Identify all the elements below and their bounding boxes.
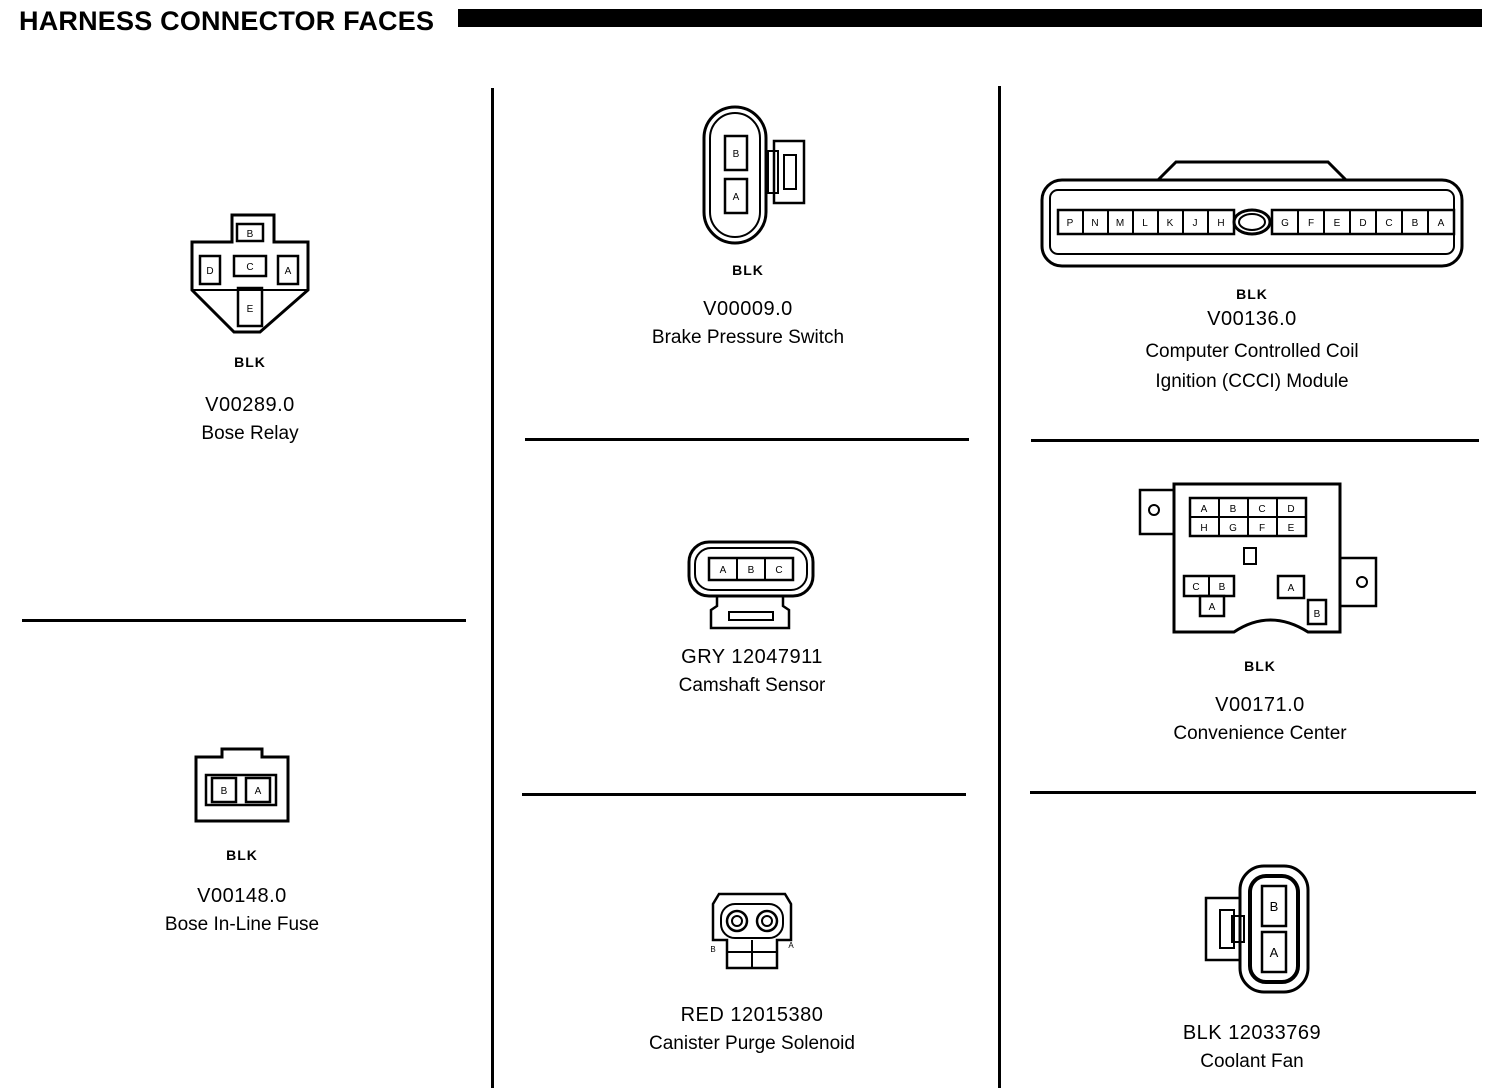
pin-label: B (710, 945, 715, 954)
connector-part-number: V00009.0 (703, 298, 793, 320)
connector-panel-convenience-center: A B C D H G F E C B A A B BLK V00171.0 C… (1120, 482, 1400, 749)
pin-label: A (285, 266, 292, 277)
pin-label: B (221, 786, 228, 797)
bose-relay-connector-drawing: B D C A E (190, 213, 310, 334)
pin-label: F (1308, 218, 1314, 229)
connector-color: BLK (1236, 286, 1268, 302)
pin-label: A (1288, 583, 1295, 594)
pin-label: K (1167, 218, 1174, 229)
convenience-center-connector-drawing: A B C D H G F E C B A A B (1138, 482, 1378, 634)
canister-solenoid-connector-drawing: B A (710, 892, 794, 970)
connector-part-number: V00171.0 (1215, 694, 1305, 716)
ccci-pin-grid (1082, 210, 1429, 234)
pin-label: B (247, 229, 254, 240)
connector-part-number: V00148.0 (197, 885, 287, 907)
pin-label: A (1209, 602, 1216, 613)
pin-label: B (748, 565, 755, 576)
connector-part-number: GRY 12047911 (681, 646, 823, 668)
connector-part-number: BLK 12033769 (1182, 1022, 1322, 1044)
row-divider-col2-bottom (522, 793, 966, 796)
pin-label: C (1385, 218, 1392, 229)
pin-label: A (255, 786, 262, 797)
connector-panel-bose-relay: B D C A E BLK V00289.0 Bose Relay (150, 212, 350, 449)
pin-label: H (1217, 218, 1224, 229)
connector-description: Computer Controlled Coil (1145, 341, 1359, 362)
pin-label: G (1229, 523, 1237, 534)
pin-label: B (1270, 899, 1279, 914)
pin-label: B (1230, 504, 1237, 515)
pin-label: G (1281, 218, 1289, 229)
connector-description: Brake Pressure Switch (651, 327, 845, 348)
connector-color: BLK (234, 354, 266, 370)
pin-label: C (246, 262, 253, 273)
page-title: HARNESS CONNECTOR FACES (19, 6, 435, 36)
column-divider-left (491, 88, 494, 1088)
connector-description: Bose In-Line Fuse (164, 914, 320, 935)
connector-description: Bose Relay (201, 423, 299, 444)
ccci-module-connector-drawing: P N M L K J H G F E D C B A (1040, 160, 1464, 268)
pin-label: A (733, 192, 740, 203)
title-rule (458, 9, 1482, 27)
pin-label: E (1334, 218, 1341, 229)
pin-label: C (1258, 504, 1265, 515)
pin-label: H (1200, 523, 1207, 534)
pin-label: F (1259, 523, 1265, 534)
row-divider-col3-top (1031, 439, 1479, 442)
connector-color: BLK (226, 847, 258, 863)
pin-label: E (247, 304, 254, 315)
connector-color: BLK (1244, 658, 1276, 674)
pin-label: A (1270, 945, 1279, 960)
connector-description: Canister Purge Solenoid (649, 1033, 855, 1054)
pin-label: B (733, 149, 740, 160)
connector-panel-camshaft-sensor: A B C GRY 12047911 Camshaft Sensor (632, 540, 872, 701)
pin-label: D (206, 266, 213, 277)
coolant-fan-connector-drawing: B A (1204, 864, 1310, 994)
connector-description: Coolant Fan (1200, 1051, 1304, 1072)
pin-label: A (720, 565, 727, 576)
brake-switch-connector-drawing: B A (702, 105, 806, 245)
pin-label: E (1288, 523, 1295, 534)
pin-label: D (1287, 504, 1294, 515)
pin-label: A (788, 941, 794, 950)
connector-description-line-2: Ignition (CCCI) Module (1155, 371, 1349, 392)
pin-label: B (1219, 582, 1226, 593)
column-divider-right (998, 86, 1001, 1088)
row-divider-col3-bottom (1030, 791, 1476, 794)
pin-label: M (1116, 218, 1124, 229)
pin-label: C (1192, 582, 1199, 593)
connector-description: Camshaft Sensor (678, 675, 826, 696)
pin-label: J (1193, 218, 1198, 229)
pin-label: C (775, 565, 782, 576)
connector-panel-canister-purge-solenoid: B A RED 12015380 Canister Purge Solenoid (612, 890, 892, 1059)
camshaft-sensor-connector-drawing: A B C (687, 540, 815, 630)
pin-label: A (1438, 218, 1445, 229)
row-divider-col1 (22, 619, 466, 622)
bose-fuse-connector-drawing: B A (194, 747, 290, 823)
connector-part-number: RED 12015380 (680, 1004, 824, 1026)
connector-part-number: V00136.0 (1207, 308, 1297, 330)
pin-label: A (1201, 504, 1208, 515)
connector-description: Convenience Center (1173, 723, 1347, 744)
pin-label: D (1359, 218, 1366, 229)
row-divider-col2-top (525, 438, 969, 441)
pin-label: L (1142, 218, 1148, 229)
connector-panel-ccci-module: P N M L K J H G F E D C B A BLK V00136.0… (1040, 158, 1464, 397)
connector-panel-brake-pressure-switch: B A BLK V00009.0 Brake Pressure Switch (648, 103, 848, 353)
connector-panel-coolant-fan: B A BLK 12033769 Coolant Fan (1132, 862, 1372, 1077)
connector-panel-bose-inline-fuse: B A BLK V00148.0 Bose In-Line Fuse (142, 745, 342, 940)
pin-label: B (1314, 609, 1321, 620)
connector-color: BLK (732, 262, 764, 278)
connector-part-number: V00289.0 (205, 394, 295, 416)
pin-label: P (1067, 218, 1074, 229)
pin-label: N (1091, 218, 1098, 229)
pin-label: B (1412, 218, 1419, 229)
